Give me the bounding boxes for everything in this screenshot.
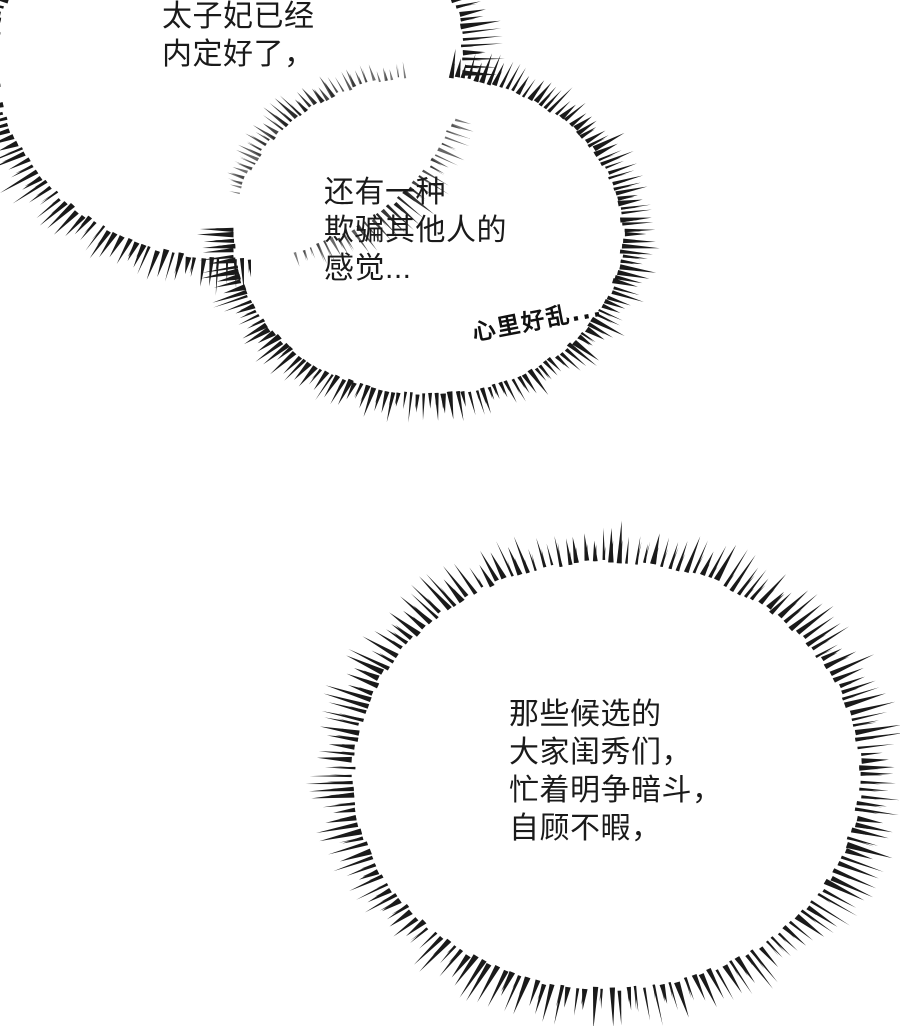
aside-handwritten-text: 心里好乱...: [470, 295, 605, 347]
dialogue-text-bubble-2: 还有一种 欺骗其他人的 感觉...: [324, 176, 507, 285]
dialogue-text-bubble-3: 那些候选的 大家闺秀们， 忙着明争暗斗， 自顾不暇，: [509, 698, 723, 845]
dialogue-text-bubble-1: 太子妃已经 内定好了，: [162, 0, 315, 71]
